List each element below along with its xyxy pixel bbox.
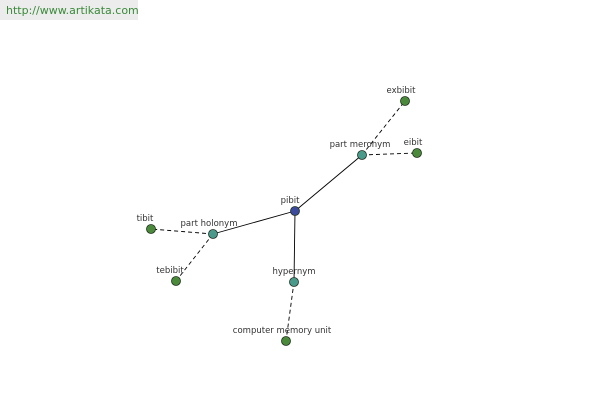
node-label-hypernym[interactable]: hypernym — [272, 267, 315, 277]
edge-pibit-to-hypernym — [293, 210, 296, 283]
node-label-eibit[interactable]: eibit — [404, 138, 423, 148]
node-marker-tibit[interactable] — [146, 224, 156, 234]
edge-part-meronym-to-exbibit — [361, 100, 406, 156]
node-marker-pibit[interactable] — [290, 206, 300, 216]
node-label-computer-memory-unit[interactable]: computer memory unit — [233, 326, 332, 336]
edge-part-meronym-to-eibit — [361, 152, 418, 156]
edge-hypernym-to-computer-memory-unit — [285, 281, 295, 342]
edge-part-holonym-to-tibit — [150, 228, 214, 235]
node-hypernym[interactable]: hypernym — [272, 267, 316, 287]
edge-pibit-to-part-meronym — [294, 154, 363, 212]
node-marker-hypernym[interactable] — [289, 277, 299, 287]
node-label-part-meronym[interactable]: part meronym — [330, 140, 391, 150]
graph-edges — [150, 100, 418, 342]
node-computer-memory-unit[interactable]: computer memory unit — [233, 326, 332, 346]
node-part-meronym[interactable]: part meronym — [330, 140, 391, 160]
url-banner: http://www.artikata.com — [0, 0, 139, 20]
node-label-pibit[interactable]: pibit — [281, 196, 301, 206]
node-tebibit[interactable]: tebibit — [156, 266, 184, 286]
node-label-part-holonym[interactable]: part holonym — [181, 219, 238, 229]
node-part-holonym[interactable]: part holonym — [181, 219, 238, 239]
node-pibit[interactable]: pibit — [281, 196, 301, 216]
site-url-link[interactable]: http://www.artikata.com — [6, 4, 139, 17]
node-exbibit[interactable]: exbibit — [387, 86, 417, 106]
node-marker-eibit[interactable] — [412, 148, 422, 158]
node-label-tebibit[interactable]: tebibit — [156, 266, 184, 276]
node-marker-tebibit[interactable] — [171, 276, 181, 286]
node-marker-part-holonym[interactable] — [208, 229, 218, 239]
node-tibit[interactable]: tibit — [137, 214, 156, 234]
graph-nodes: pibit part meronym exbibit eibit part holony… — [137, 86, 423, 346]
edge-part-holonym-to-tebibit — [175, 233, 214, 282]
node-marker-computer-memory-unit[interactable] — [281, 336, 291, 346]
node-label-exbibit[interactable]: exbibit — [387, 86, 417, 96]
node-label-tibit[interactable]: tibit — [137, 214, 154, 224]
node-eibit[interactable]: eibit — [404, 138, 423, 158]
node-marker-exbibit[interactable] — [400, 96, 410, 106]
node-marker-part-meronym[interactable] — [357, 150, 367, 160]
edge-pibit-to-part-holonym — [212, 210, 296, 235]
